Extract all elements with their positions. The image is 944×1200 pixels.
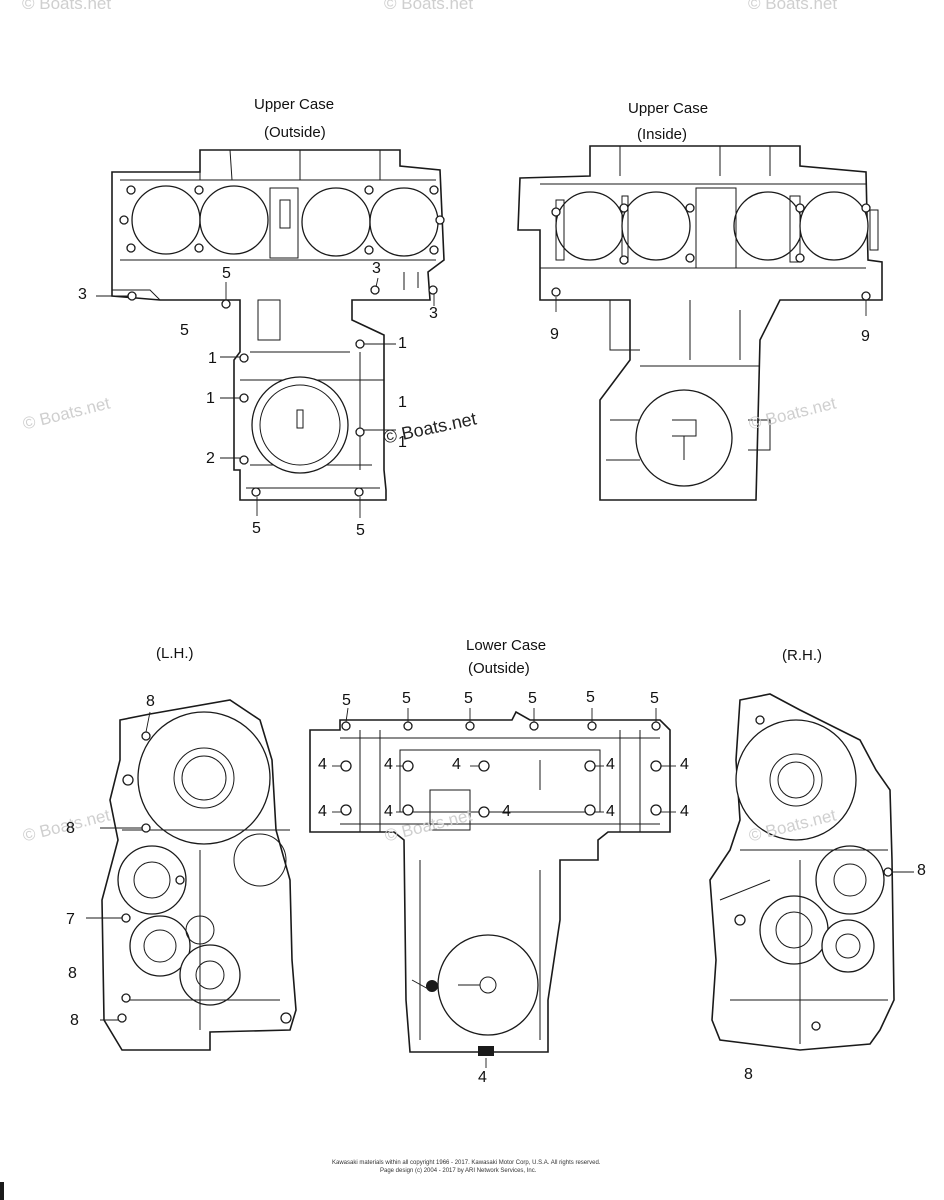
callout-number: 1 bbox=[398, 394, 407, 411]
callout-number: 5 bbox=[222, 265, 231, 282]
callout-number: 5 bbox=[252, 520, 261, 537]
watermark: © Boats.net bbox=[384, 0, 474, 13]
footer-copyright: Kawasaki materials within all copyright … bbox=[332, 1160, 601, 1166]
callout-number: 4 bbox=[384, 803, 393, 820]
watermark: © Boats.net bbox=[22, 0, 112, 13]
upper-outside-subtitle: (Outside) bbox=[264, 124, 326, 141]
callout-number: 8 bbox=[917, 862, 926, 879]
callout-number: 4 bbox=[318, 803, 327, 820]
callout-number: 4 bbox=[606, 803, 615, 820]
callout-number: 4 bbox=[318, 756, 327, 773]
callout-number: 3 bbox=[78, 286, 87, 303]
callout-number: 8 bbox=[68, 965, 77, 982]
callout-number: 8 bbox=[66, 820, 75, 837]
upper-outside-title: Upper Case bbox=[254, 96, 335, 113]
callout-number: 5 bbox=[180, 322, 189, 339]
lower-outside-subtitle: (Outside) bbox=[468, 660, 530, 677]
callout-number: 5 bbox=[356, 522, 365, 539]
lh-case-drawing bbox=[86, 699, 297, 1051]
callout-number: 8 bbox=[70, 1012, 79, 1029]
callout-number: 4 bbox=[452, 756, 461, 773]
callout-number: 1 bbox=[208, 350, 217, 367]
callout-number: 8 bbox=[744, 1066, 753, 1083]
callout-number: 5 bbox=[402, 690, 411, 707]
callout-number: 1 bbox=[206, 390, 215, 407]
callout-number: 1 bbox=[398, 434, 407, 451]
upper-inside-subtitle: (Inside) bbox=[637, 126, 688, 143]
callout-number: 5 bbox=[650, 690, 659, 707]
footer-page-design: Page design (c) 2004 - 2017 by ARI Netwo… bbox=[380, 1168, 537, 1174]
callout-number: 3 bbox=[429, 305, 438, 322]
callout-number: 1 bbox=[398, 335, 407, 352]
callout-number: 4 bbox=[478, 1069, 487, 1086]
callout-number: 7 bbox=[66, 911, 75, 928]
callout-number: 4 bbox=[384, 756, 393, 773]
callout-number: 5 bbox=[342, 692, 351, 709]
callout-number: 8 bbox=[146, 693, 155, 710]
lh-title: (L.H.) bbox=[156, 645, 194, 662]
watermark: © Boats.net bbox=[748, 0, 838, 13]
lower-outside-title: Lower Case bbox=[466, 637, 547, 654]
callout-number: 4 bbox=[606, 756, 615, 773]
callout-number: 5 bbox=[586, 689, 595, 706]
callout-number: 2 bbox=[206, 450, 215, 467]
upper-case-inside-drawing bbox=[517, 145, 883, 501]
rh-title: (R.H.) bbox=[782, 647, 822, 664]
callout-number: 5 bbox=[464, 690, 473, 707]
callout-number: 9 bbox=[861, 328, 870, 345]
rh-case-drawing bbox=[709, 693, 914, 1051]
callout-number: 4 bbox=[680, 756, 689, 773]
callout-number: 4 bbox=[502, 803, 511, 820]
upper-case-outside-drawing bbox=[96, 149, 445, 518]
callout-number: 4 bbox=[680, 803, 689, 820]
callout-number: 3 bbox=[372, 260, 381, 277]
callout-number: 9 bbox=[550, 326, 559, 343]
lower-case-outside-drawing bbox=[309, 707, 676, 1068]
callout-number: 5 bbox=[528, 690, 537, 707]
upper-inside-title: Upper Case bbox=[628, 100, 709, 117]
